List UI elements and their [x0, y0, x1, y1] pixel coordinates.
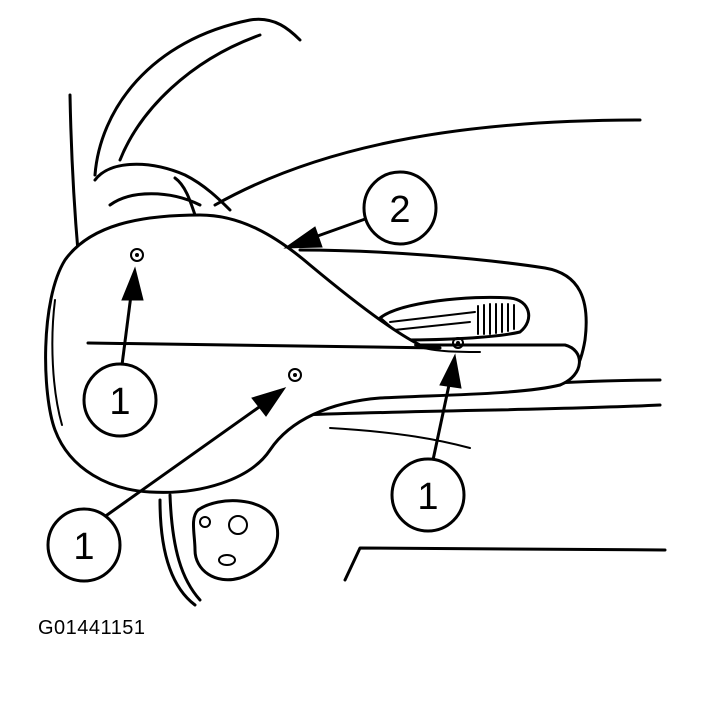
leader-upper-left — [120, 266, 144, 366]
screw-center — [288, 368, 302, 382]
screw-upper-left — [130, 248, 144, 262]
figure-code: G01441151 — [38, 617, 146, 639]
leader-lower-left — [99, 387, 287, 522]
callout-label: 1 — [417, 476, 438, 518]
callout-label: 1 — [109, 381, 130, 423]
callout-cover: 2 — [362, 170, 438, 246]
callout-label: 1 — [73, 526, 94, 568]
callout-screw-right: 1 — [390, 457, 466, 533]
side-shield-cover — [44, 213, 581, 494]
recliner-handle — [378, 295, 531, 342]
callout-label: 2 — [389, 189, 410, 231]
leader-cover — [283, 216, 369, 249]
callout-screw-upper-left: 1 — [82, 362, 158, 438]
leader-right — [431, 353, 462, 461]
callout-screw-lower-left: 1 — [46, 507, 122, 583]
lower-bracket — [158, 493, 280, 607]
screw-right — [452, 337, 464, 349]
